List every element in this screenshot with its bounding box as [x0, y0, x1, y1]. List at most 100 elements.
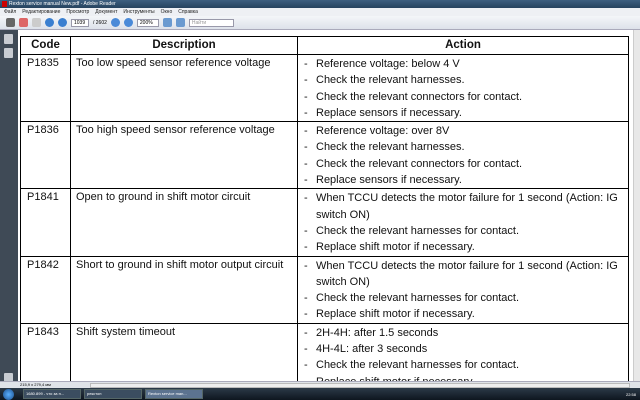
menu-help[interactable]: Справка — [178, 9, 198, 15]
toolbar: 1039 / 2602 200% Найти — [0, 16, 640, 30]
action-text: Replace shift motor if necessary. — [316, 308, 475, 321]
action-item: -When TCCU detects the motor failure for… — [302, 190, 628, 223]
action-item: -Check the relevant connectors for conta… — [302, 89, 628, 105]
action-text: Check the relevant harnesses for contact… — [316, 292, 519, 305]
menu-bar: Файл Редактирование Просмотр Документ Ин… — [0, 8, 640, 16]
action-text: Replace shift motor if necessary. — [316, 374, 475, 381]
fit-width-icon[interactable] — [162, 18, 172, 27]
action-item: -Replace shift motor if necessary. — [302, 374, 628, 381]
code-cell: P1842 — [20, 255, 71, 324]
description-cell: Too high speed sensor reference voltage — [70, 121, 298, 190]
clock: 22:58 — [625, 391, 636, 397]
pages-icon[interactable] — [4, 34, 13, 44]
page-size: 215,9 x 279,4 мм — [20, 382, 51, 387]
page-number-input[interactable]: 1039 — [71, 18, 89, 27]
action-text: Replace sensors if necessary. — [316, 106, 462, 119]
action-item: -Replace sensors if necessary. — [302, 172, 628, 188]
menu-file[interactable]: Файл — [4, 9, 17, 15]
action-item: -When TCCU detects the motor failure for… — [302, 258, 628, 291]
taskbar: 1680.899 - что за п... рекстон Rexton se… — [0, 388, 640, 400]
action-text: Check the relevant connectors for contac… — [316, 157, 523, 170]
action-item: -Check the relevant harnesses for contac… — [302, 223, 628, 239]
header-description: Description — [70, 36, 298, 55]
header-action: Action — [297, 36, 629, 55]
code-cell: P1841 — [20, 188, 71, 257]
page-total: / 2602 — [93, 19, 107, 26]
print-icon[interactable] — [6, 18, 15, 27]
action-item: -Replace shift motor if necessary. — [302, 239, 628, 255]
menu-window[interactable]: Окно — [160, 9, 173, 15]
bookmarks-icon[interactable] — [4, 48, 13, 58]
action-cell: -Reference voltage: below 4 V-Check the … — [297, 53, 629, 123]
navigation-panel — [0, 30, 18, 383]
next-page-icon[interactable] — [58, 18, 67, 27]
status-bar: 215,9 x 279,4 мм — [0, 381, 640, 388]
code-cell: P1836 — [20, 121, 71, 190]
zoom-in-icon[interactable] — [123, 18, 133, 27]
action-item: -Replace sensors if necessary. — [302, 105, 628, 121]
action-text: Reference voltage: below 4 V — [316, 58, 460, 70]
menu-tools[interactable]: Инструменты — [123, 9, 155, 15]
share-icon[interactable] — [19, 18, 28, 27]
menu-edit[interactable]: Редактирование — [22, 9, 61, 15]
description-cell: Short to ground in shift motor output ci… — [70, 255, 298, 324]
code-cell: P1835 — [20, 53, 71, 123]
code-cell: P1843 — [20, 322, 71, 381]
action-item: -Reference voltage: below 4 V — [302, 56, 628, 72]
header-code: Code — [20, 36, 71, 55]
horizontal-scrollbar[interactable] — [90, 383, 630, 388]
action-item: -Check the relevant harnesses. — [302, 72, 628, 88]
action-text: Replace shift motor if necessary. — [316, 241, 475, 254]
action-text: Replace sensors if necessary. — [316, 174, 462, 187]
taskbar-item-browser[interactable]: 1680.899 - что за п... — [23, 389, 81, 399]
zoom-input[interactable]: 200% — [136, 18, 159, 27]
title-bar: Rexton service manual New.pdf - Adobe Re… — [0, 0, 640, 8]
action-item: -Check the relevant connectors for conta… — [302, 156, 628, 172]
fit-page-icon[interactable] — [175, 18, 185, 27]
hand-icon[interactable] — [32, 18, 41, 27]
action-item: -Replace shift motor if necessary. — [302, 306, 628, 322]
zoom-out-icon[interactable] — [110, 18, 120, 27]
action-text: When TCCU detects the motor failure for … — [316, 192, 618, 221]
taskbar-item-folder[interactable]: рекстон — [84, 389, 142, 399]
description-cell: Too low speed sensor reference voltage — [70, 53, 298, 123]
action-cell: -Reference voltage: over 8V-Check the re… — [297, 121, 629, 190]
action-text: When TCCU detects the motor failure for … — [316, 259, 618, 288]
action-item: -4H-4L: after 3 seconds — [302, 341, 628, 357]
action-cell: -When TCCU detects the motor failure for… — [297, 255, 629, 324]
action-item: -Check the relevant harnesses for contac… — [302, 357, 628, 373]
action-cell: -When TCCU detects the motor failure for… — [297, 188, 629, 257]
action-cell: -2H-4H: after 1.5 seconds-4H-4L: after 3… — [297, 322, 629, 381]
action-text: Reference voltage: over 8V — [316, 125, 450, 138]
action-item: -Reference voltage: over 8V — [302, 123, 628, 139]
attachments-icon[interactable] — [4, 373, 13, 383]
menu-view[interactable]: Просмотр — [66, 9, 90, 15]
menu-document[interactable]: Документ — [95, 9, 118, 15]
action-text: Check the relevant harnesses for contact… — [316, 224, 519, 237]
action-text: 4H-4L: after 3 seconds — [316, 343, 428, 356]
vertical-scrollbar[interactable] — [633, 30, 640, 381]
action-item: -2H-4H: after 1.5 seconds — [302, 325, 628, 341]
adobe-reader-icon — [2, 1, 7, 7]
action-text: Check the relevant harnesses for contact… — [316, 359, 519, 372]
action-item: -Check the relevant harnesses. — [302, 139, 628, 155]
action-text: 2H-4H: after 1.5 seconds — [316, 326, 439, 339]
action-text: Check the relevant connectors for contac… — [316, 90, 523, 103]
start-button[interactable] — [3, 388, 14, 400]
previous-page-icon[interactable] — [45, 18, 54, 27]
search-input[interactable]: Найти — [188, 18, 234, 27]
taskbar-item-reader[interactable]: Rexton service man... — [145, 389, 203, 399]
description-cell: Shift system timeout — [70, 322, 298, 381]
window-title: Rexton service manual New.pdf - Adobe Re… — [9, 1, 116, 7]
description-cell: Open to ground in shift motor circuit — [70, 188, 298, 257]
action-text: Check the relevant harnesses. — [316, 74, 465, 87]
action-text: Check the relevant harnesses. — [316, 141, 465, 154]
